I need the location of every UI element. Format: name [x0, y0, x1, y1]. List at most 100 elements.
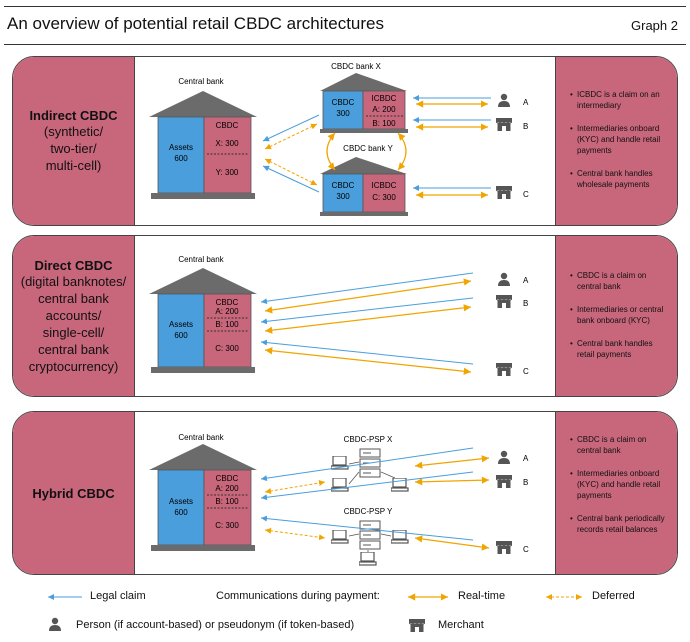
indirect-subtitle-line: multi-cell)	[45, 158, 102, 173]
legend-person: Person (if account-based) or pseudonym (…	[76, 619, 355, 631]
indirect-cbdc-panel: Indirect CBDC (synthetic/ two-tier/ mult…	[12, 56, 678, 226]
direct-label-column: Direct CBDC (digital banknotes/ central …	[13, 236, 135, 396]
network-link	[348, 533, 360, 537]
merchant-icon	[496, 294, 512, 308]
assets-block	[157, 116, 205, 194]
claim-c: C: 300	[215, 344, 239, 353]
direct-subtitle-line: central bank	[38, 341, 109, 357]
indirect-diagram: Central bank Assets 600 CBDC X: 300 Y: 3…	[149, 62, 529, 216]
hybrid-note: Central bank periodically records retail…	[570, 513, 671, 535]
merchant-icon	[496, 185, 512, 199]
cbdc-label: CBDC	[216, 298, 239, 307]
claim-a: A: 200	[215, 307, 239, 316]
user-c: C	[523, 367, 529, 376]
hybrid-note: Intermediaries onboard (KYC) and handle …	[570, 468, 671, 501]
claim-b: B: 100	[215, 497, 239, 506]
merchant-icon	[496, 540, 512, 554]
title-rule	[4, 44, 686, 45]
direct-subtitle-line: single-cell/	[42, 324, 105, 340]
deferred-arrow	[264, 480, 326, 494]
merchant-icon	[496, 474, 512, 488]
assets-value: 600	[174, 508, 188, 517]
legend-legal-claim: Legal claim	[90, 590, 146, 602]
user-c: C	[523, 190, 529, 199]
indirect-note: Intermediaries onboard (KYC) and handle …	[570, 123, 671, 156]
user-b: B	[523, 478, 528, 487]
merchant-icon	[496, 117, 512, 131]
person-icon	[498, 272, 510, 286]
realtime-arrow	[326, 132, 336, 171]
bank-y-cbdc-label: CBDC	[332, 181, 355, 190]
direct-note: CBDC is a claim on central bank	[570, 270, 671, 292]
assets-label: Assets	[169, 497, 193, 506]
hybrid-cbdc-title: Hybrid CBDC	[32, 485, 115, 501]
realtime-arrow	[414, 455, 490, 469]
realtime-arrow	[264, 278, 472, 314]
central-bank-label: Central bank	[178, 77, 224, 86]
hybrid-label-column: Hybrid CBDC	[13, 412, 135, 574]
person-icon	[498, 450, 510, 464]
central-bank-roof	[149, 268, 257, 294]
assets-value: 600	[174, 331, 188, 340]
legend-graphics	[48, 593, 582, 632]
direct-diagram: Central bank Assets 600 CBDC A: 200 B: 1…	[149, 255, 529, 376]
user-b: B	[523, 122, 528, 131]
direct-subtitle-line: central bank	[38, 290, 109, 306]
claim-b: B: 100	[215, 320, 239, 329]
bank-y-label: CBDC bank Y	[343, 144, 393, 153]
psp-y-server-icon	[359, 520, 381, 550]
psp-y-node-icon	[331, 530, 349, 544]
indirect-cbdc-title: Indirect CBDC	[29, 108, 118, 123]
central-bank-base	[151, 193, 255, 199]
bank-x-roof	[320, 73, 407, 91]
user-b: B	[523, 299, 528, 308]
deferred-arrow	[264, 527, 326, 541]
claim-c: C: 300	[215, 521, 239, 530]
central-bank-roof	[149, 91, 257, 117]
direct-note: Central bank handles retail payments	[570, 338, 671, 360]
bank-x-a: A: 200	[372, 105, 396, 114]
page-title: An overview of potential retail CBDC arc…	[7, 14, 384, 33]
assets-label: Assets	[169, 320, 193, 329]
psp-y-label: CBDC-PSP Y	[344, 507, 393, 516]
bank-y-base	[320, 212, 408, 216]
legal-claim-arrow	[260, 447, 474, 482]
hybrid-notes: CBDC is a claim on central bank Intermed…	[555, 412, 677, 574]
person-icon	[498, 93, 510, 107]
bank-y-icbdc-label: ICBDC	[372, 181, 397, 190]
assets-value: 600	[174, 154, 188, 163]
network-link	[380, 471, 396, 479]
user-a: A	[523, 454, 529, 463]
legend-real-time: Real-time	[458, 590, 506, 602]
merchant-icon	[409, 618, 425, 632]
deferred-arrow	[264, 158, 318, 186]
central-bank-label: Central bank	[178, 255, 224, 264]
claim-y: Y: 300	[216, 168, 239, 177]
indirect-note: Central bank handles wholesale payments	[570, 168, 671, 190]
merchant-icon	[496, 362, 512, 376]
hybrid-cbdc-panel: Hybrid CBDC Central bank Assets 600 CBDC…	[12, 411, 678, 575]
indirect-note: ICBDC is a claim on an intermediary	[570, 89, 671, 111]
realtime-arrow	[414, 476, 490, 486]
legal-claim-arrow	[262, 114, 320, 142]
bank-x-label: CBDC bank X	[331, 62, 381, 71]
realtime-arrow	[264, 347, 472, 375]
psp-x-label: CBDC-PSP X	[344, 435, 393, 444]
person-icon	[49, 617, 61, 631]
assets-block	[157, 293, 205, 368]
central-bank-base	[151, 545, 255, 551]
hybrid-diagram: Central bank Assets 600 CBDC A: 200 B: 1…	[149, 433, 529, 566]
central-bank-label: Central bank	[178, 433, 224, 442]
realtime-arrow	[264, 304, 472, 334]
central-bank-base	[151, 367, 255, 373]
indirect-label-column: Indirect CBDC (synthetic/ two-tier/ mult…	[13, 57, 135, 225]
legend-deferred: Deferred	[592, 590, 635, 602]
legend-communications: Communications during payment:	[216, 590, 380, 602]
indirect-notes: ICBDC is a claim on an intermediary Inte…	[555, 57, 677, 225]
graph-label: Graph 2	[631, 18, 678, 33]
cbdc-label: CBDC	[216, 474, 239, 483]
direct-note: Intermediaries or central bank onboard (…	[570, 304, 671, 326]
cbdc-liability-block	[203, 116, 252, 194]
claim-x: X: 300	[215, 139, 239, 148]
network-link	[348, 471, 360, 485]
